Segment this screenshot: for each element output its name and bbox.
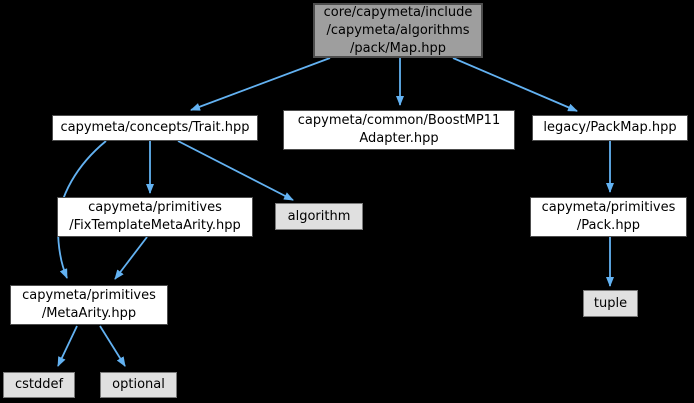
node-boostmp11-adapter-hpp[interactable]: capymeta/common/BoostMP11 Adapter.hpp xyxy=(283,110,515,150)
node-label: capymeta/primitives /Pack.hpp xyxy=(541,200,676,233)
node-label: tuple xyxy=(593,295,628,311)
node-cstddef: cstddef xyxy=(3,372,75,398)
node-fixtemplatemetaarity-hpp[interactable]: capymeta/primitives /FixTemplateMetaArit… xyxy=(57,197,253,237)
node-label: capymeta/concepts/Trait.hpp xyxy=(60,120,250,135)
edge-metaarity-to-cstddef xyxy=(57,325,78,367)
edge-fixtemplate-to-metaarity xyxy=(114,236,148,280)
node-label: optional xyxy=(112,377,165,392)
node-metaarity-hpp[interactable]: capymeta/primitives /MetaArity.hpp xyxy=(10,285,168,325)
node-label: core/capymeta/include /capymeta/algorith… xyxy=(323,4,473,56)
node-map-hpp-root: core/capymeta/include /capymeta/algorith… xyxy=(313,3,483,58)
node-label: capymeta/primitives /MetaArity.hpp xyxy=(22,288,156,321)
node-packmap-hpp[interactable]: legacy/PackMap.hpp xyxy=(532,115,688,141)
node-trait-hpp[interactable]: capymeta/concepts/Trait.hpp xyxy=(52,115,258,141)
edge-map-to-packmap xyxy=(452,57,578,112)
edge-trait-to-algorithm xyxy=(177,140,294,201)
node-label: capymeta/common/BoostMP11 Adapter.hpp xyxy=(297,113,501,146)
node-pack-hpp[interactable]: capymeta/primitives /Pack.hpp xyxy=(530,197,687,237)
node-optional: optional xyxy=(100,372,177,398)
node-algorithm: algorithm xyxy=(275,203,363,230)
node-tuple: tuple xyxy=(583,290,638,317)
edge-map-to-trait xyxy=(190,57,331,111)
node-label: cstddef xyxy=(14,377,64,392)
node-label: legacy/PackMap.hpp xyxy=(543,120,677,135)
node-label: algorithm xyxy=(287,208,351,224)
edge-metaarity-to-optional xyxy=(99,325,126,367)
node-label: capymeta/primitives /FixTemplateMetaArit… xyxy=(69,200,241,233)
